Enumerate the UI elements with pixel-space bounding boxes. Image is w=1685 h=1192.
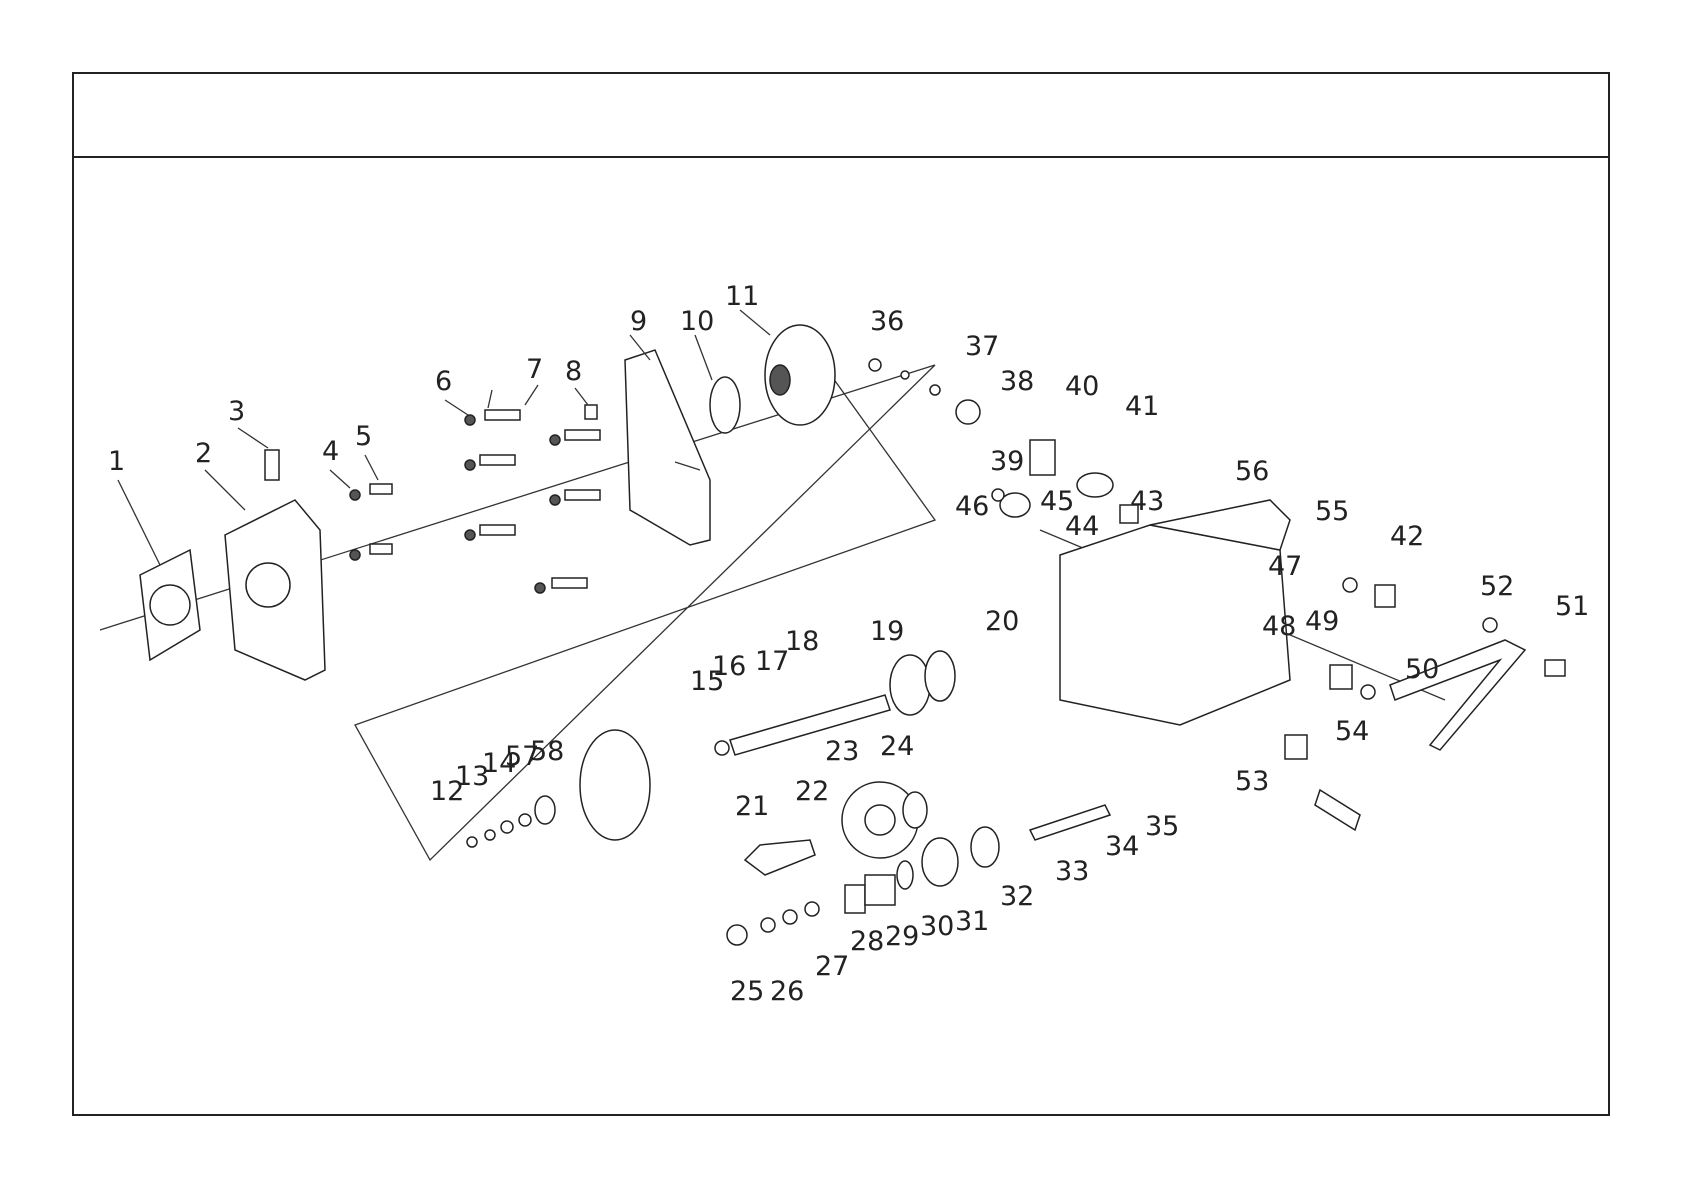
- housing-gasket-part: [625, 350, 710, 545]
- callout-33: 33: [1055, 856, 1089, 887]
- callout-29: 29: [885, 921, 919, 952]
- callout-38: 38: [1000, 366, 1034, 397]
- callout-47: 47: [1268, 551, 1302, 582]
- callout-16: 16: [712, 651, 746, 682]
- callout-4: 4: [322, 436, 339, 467]
- gasket-hole: [150, 585, 190, 625]
- callout-50: 50: [1405, 654, 1439, 685]
- callout-31: 31: [955, 906, 989, 937]
- callout-10: 10: [680, 306, 714, 337]
- callout-9: 9: [630, 306, 647, 337]
- callout-53: 53: [1235, 766, 1269, 797]
- callout-21: 21: [735, 791, 769, 822]
- callout-20: 20: [985, 606, 1019, 637]
- splined-shaft-part: [730, 695, 890, 755]
- fastener-group: [350, 405, 600, 593]
- callout-35: 35: [1145, 811, 1179, 842]
- callout-7: 7: [526, 354, 543, 385]
- clutch-drum-lower-part: [580, 730, 650, 840]
- callout-40: 40: [1065, 371, 1099, 402]
- callout-27: 27: [815, 951, 849, 982]
- callout-23: 23: [825, 736, 859, 767]
- callout-8: 8: [565, 356, 582, 387]
- callout-46: 46: [955, 491, 989, 522]
- callout-48: 48: [1262, 611, 1296, 642]
- callout-11: 11: [725, 281, 759, 312]
- output-shaft-part: [1030, 805, 1110, 840]
- pinion-part: [745, 840, 815, 875]
- bolt-part: [265, 450, 279, 480]
- callout-28: 28: [850, 926, 884, 957]
- lower-washer-group: [467, 814, 531, 847]
- callout-45: 45: [1040, 486, 1074, 517]
- callout-58: 58: [530, 736, 564, 767]
- callout-43: 43: [1130, 486, 1164, 517]
- callout-54: 54: [1335, 716, 1369, 747]
- callout-56: 56: [1235, 456, 1269, 487]
- callout-55: 55: [1315, 496, 1349, 527]
- bearing-part: [710, 377, 740, 433]
- callout-34: 34: [1105, 831, 1139, 862]
- callout-5: 5: [355, 421, 372, 452]
- main-housing-part: [1060, 525, 1290, 725]
- callout-22: 22: [795, 776, 829, 807]
- callout-37: 37: [965, 331, 999, 362]
- callout-39: 39: [990, 446, 1024, 477]
- callout-32: 32: [1000, 881, 1034, 912]
- callout-1: 1: [108, 446, 125, 477]
- callout-51: 51: [1555, 591, 1589, 622]
- callout-36: 36: [870, 306, 904, 337]
- callout-18: 18: [785, 626, 819, 657]
- callout-49: 49: [1305, 606, 1339, 637]
- cover-plate-bore: [246, 563, 290, 607]
- callout-52: 52: [1480, 571, 1514, 602]
- callout-2: 2: [195, 438, 212, 469]
- callout-25: 25: [730, 976, 764, 1007]
- callout-30: 30: [920, 911, 954, 942]
- callout-6: 6: [435, 366, 452, 397]
- callout-19: 19: [870, 616, 904, 647]
- shift-shaft-part: [1315, 790, 1360, 830]
- callout-24: 24: [880, 731, 914, 762]
- gear-19-part: [890, 655, 930, 715]
- callout-26: 26: [770, 976, 804, 1007]
- callout-42: 42: [1390, 521, 1424, 552]
- callout-3: 3: [228, 396, 245, 427]
- footer-text-strip: [0, 1180, 1685, 1192]
- callout-41: 41: [1125, 391, 1159, 422]
